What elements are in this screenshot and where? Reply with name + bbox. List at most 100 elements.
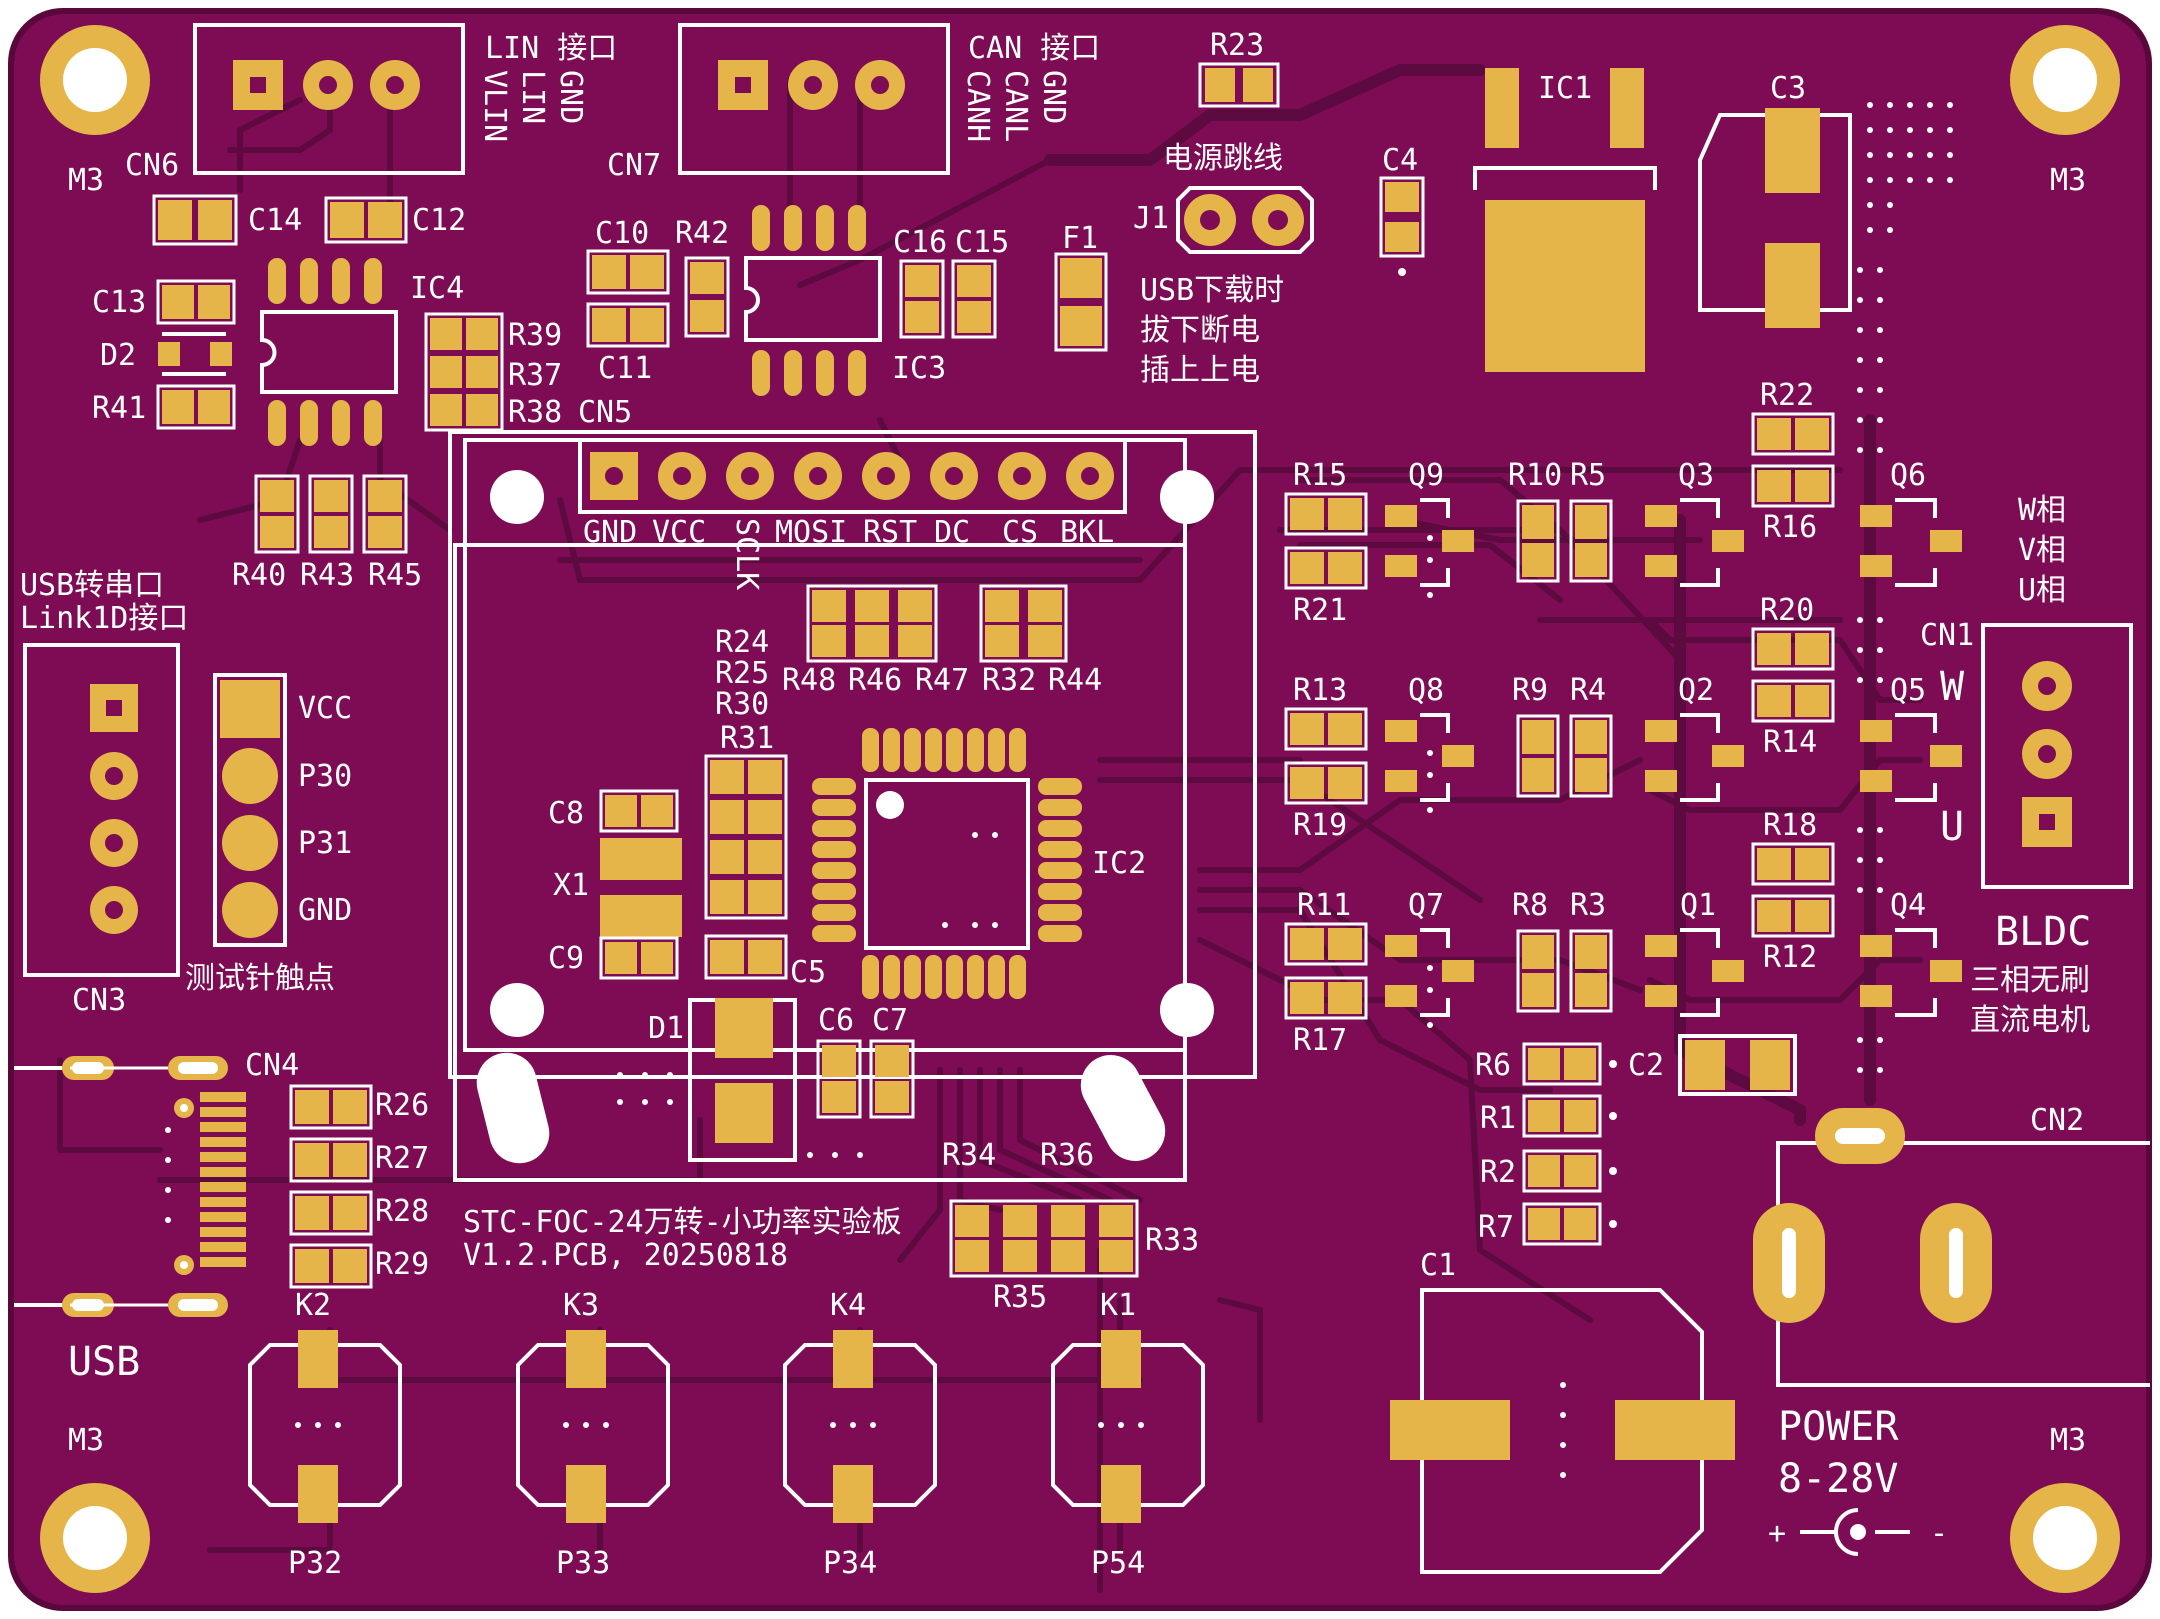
power-connector: CN2 POWER 8-28V + - bbox=[1753, 1103, 2150, 1556]
mount-hole-tr: M3 bbox=[2010, 25, 2120, 198]
ref-r48: R48 bbox=[782, 663, 836, 698]
can-ref: CN7 bbox=[607, 148, 661, 183]
motor-title-2: 三相无刷 bbox=[1970, 963, 2090, 998]
ref-r10: R10 bbox=[1508, 458, 1562, 493]
button-k1[interactable]: K1 P54 bbox=[1051, 1288, 1205, 1581]
ref-r9: R9 bbox=[1512, 673, 1548, 708]
button-k3[interactable]: K3 P33 bbox=[516, 1288, 670, 1581]
ref-r13: R13 bbox=[1293, 673, 1347, 708]
button-k2[interactable]: K2 P32 bbox=[248, 1288, 402, 1581]
test-points: VCC P30 P31 GND 测试针触点 bbox=[185, 673, 352, 996]
ref-r41: R41 bbox=[92, 391, 146, 426]
display-pin-vcc: VCC bbox=[652, 515, 706, 550]
resistor-array-top: R48 R46 R47 R32 R44 R24 R25 R30 R31 bbox=[715, 584, 1102, 756]
ref-ic2: IC2 bbox=[1092, 846, 1146, 881]
test-point-vcc: VCC bbox=[298, 691, 352, 726]
ref-r29: R29 bbox=[375, 1247, 429, 1282]
button-k1-ref: K1 bbox=[1100, 1288, 1136, 1323]
button-k2-ref: K2 bbox=[295, 1288, 331, 1323]
motor-pin-u: U bbox=[1940, 804, 1964, 850]
motor-phase-w: W相 bbox=[2018, 493, 2066, 528]
ref-c7: C7 bbox=[872, 1003, 908, 1038]
ref-r43: R43 bbox=[300, 558, 354, 593]
mount-label-bl: M3 bbox=[68, 1423, 104, 1458]
ref-r1: R1 bbox=[1480, 1101, 1516, 1136]
jumper-note-1: USB下载时 bbox=[1140, 273, 1284, 308]
ref-r14: R14 bbox=[1763, 725, 1817, 760]
display-pin-sclk: SCLK bbox=[729, 518, 764, 590]
button-k4[interactable]: K4 P34 bbox=[783, 1288, 937, 1581]
ref-c11: C11 bbox=[598, 351, 652, 386]
ref-c12: C12 bbox=[412, 203, 466, 238]
ref-r46: R46 bbox=[848, 663, 902, 698]
can-pin-canh: CANH bbox=[960, 70, 995, 142]
ref-r27: R27 bbox=[375, 1141, 429, 1176]
lin-ref: CN6 bbox=[125, 148, 179, 183]
lin-pin-gnd: GND bbox=[553, 70, 588, 124]
jumper-title: 电源跳线 bbox=[1163, 141, 1283, 176]
ref-r30: R30 bbox=[715, 687, 769, 722]
ref-q2: Q2 bbox=[1678, 673, 1714, 708]
d1-area: D1 C6 C7 bbox=[617, 998, 915, 1162]
button-k1-net: P54 bbox=[1091, 1546, 1145, 1581]
motor-title-1: BLDC bbox=[1995, 909, 2091, 955]
cap-c3: C3 bbox=[1698, 71, 1953, 328]
motor-phase-v: V相 bbox=[2018, 533, 2066, 568]
motor-connector: W相 V相 U相 CN1 W U BLDC 三相无刷 直流电机 bbox=[1920, 493, 2133, 1038]
ref-d2: D2 bbox=[100, 338, 136, 373]
ref-r28: R28 bbox=[375, 1194, 429, 1229]
mount-label-tr: M3 bbox=[2050, 163, 2086, 198]
jumper-note-3: 插上上电 bbox=[1140, 353, 1260, 388]
ref-q4: Q4 bbox=[1890, 888, 1926, 923]
ref-c6: C6 bbox=[818, 1003, 854, 1038]
ref-r35: R35 bbox=[993, 1280, 1047, 1315]
cap-c1: C1 bbox=[1390, 1248, 1735, 1574]
usb-connector: CN4 USB bbox=[14, 1048, 299, 1385]
ref-c2: C2 bbox=[1628, 1048, 1664, 1083]
ref-r12: R12 bbox=[1763, 940, 1817, 975]
ref-ic1: IC1 bbox=[1538, 71, 1592, 106]
ref-r2: R2 bbox=[1480, 1155, 1516, 1190]
lin-connector: CN6 LIN 接口 VLIN LIN GND bbox=[125, 23, 617, 183]
jumper-ref: J1 bbox=[1133, 201, 1169, 236]
cap-c4: C4 bbox=[1379, 143, 1425, 276]
ref-c14: C14 bbox=[248, 203, 302, 238]
ref-c4: C4 bbox=[1382, 143, 1418, 178]
ref-c15: C15 bbox=[955, 225, 1009, 260]
crystal-area: C5 C8 X1 C9 bbox=[548, 754, 826, 990]
can-pin-gnd: GND bbox=[1036, 70, 1071, 124]
ref-r3: R3 bbox=[1570, 888, 1606, 923]
mount-hole-bl: M3 bbox=[40, 1423, 150, 1593]
board-info-line1: STC-FOC-24万转-小功率实验板 bbox=[463, 1205, 902, 1240]
usb-ref: CN4 bbox=[245, 1048, 299, 1083]
display-pin-gnd: GND bbox=[583, 515, 637, 550]
ref-c8: C8 bbox=[548, 796, 584, 831]
ref-r47: R47 bbox=[915, 663, 969, 698]
button-k4-ref: K4 bbox=[830, 1288, 866, 1323]
motor-phase-u: U相 bbox=[2018, 573, 2066, 608]
motor-driver: R15 R21 Q9 R10 R5 Q3 R22 R16 Q6 R13 R19 bbox=[1284, 267, 1962, 1073]
can-connector: CN7 CAN 接口 CANH CANL GND bbox=[607, 23, 1100, 183]
ref-q6: Q6 bbox=[1890, 458, 1926, 493]
ref-r11: R11 bbox=[1297, 888, 1351, 923]
ref-r39: R39 bbox=[508, 318, 562, 353]
ref-r19: R19 bbox=[1293, 808, 1347, 843]
mount-label-br: M3 bbox=[2050, 1423, 2086, 1458]
ref-d1: D1 bbox=[648, 1011, 684, 1046]
ref-r24: R24 bbox=[715, 625, 769, 660]
usb-serial-connector: USB转串口 Link1D接口 CN3 bbox=[20, 568, 188, 1018]
mount-label-tl: M3 bbox=[68, 163, 104, 198]
ref-r26: R26 bbox=[375, 1088, 429, 1123]
usb-serial-title-1: USB转串口 bbox=[20, 568, 164, 603]
usb-serial-title-2: Link1D接口 bbox=[20, 601, 188, 636]
power-minus: - bbox=[1930, 1516, 1948, 1551]
ref-r15: R15 bbox=[1293, 458, 1347, 493]
usb-label: USB bbox=[68, 1339, 140, 1385]
display-pin-cs: CS bbox=[1002, 515, 1038, 550]
ref-r7: R7 bbox=[1478, 1210, 1514, 1245]
button-k2-net: P32 bbox=[288, 1546, 342, 1581]
ref-r22: R22 bbox=[1760, 378, 1814, 413]
mount-hole-br: M3 bbox=[2010, 1423, 2120, 1593]
usb-resistors: R26 R27 R28 R29 bbox=[289, 1084, 429, 1289]
ic3-area: C10 C11 R42 IC3 C16 C15 F1 bbox=[586, 205, 1108, 396]
